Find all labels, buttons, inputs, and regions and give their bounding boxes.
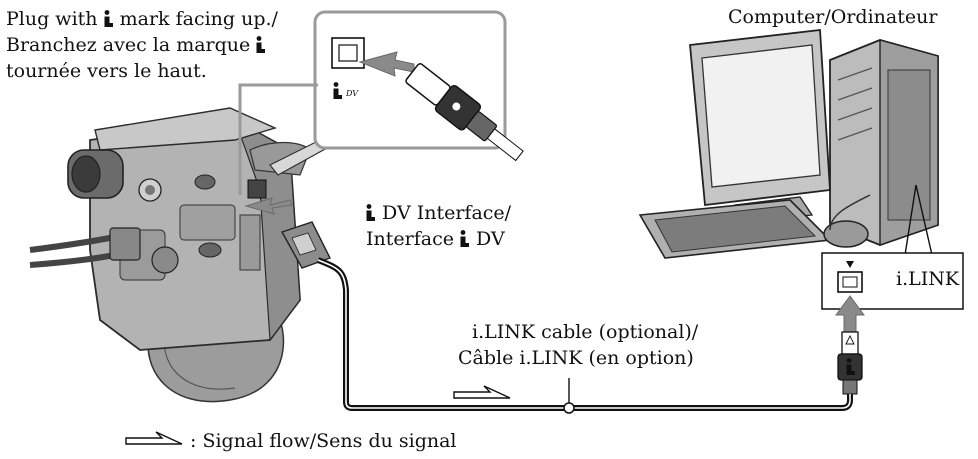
ilink-port-box <box>821 252 964 310</box>
plug-text: Plug with <box>6 8 98 30</box>
dv-interface-text: Interface <box>366 228 454 250</box>
dv-interface-text: DV <box>476 228 505 250</box>
cable-label-line2: Câble i.LINK (en option) <box>458 347 694 369</box>
plug-instruction-line3: tournée vers le haut. <box>6 60 207 82</box>
signal-flow-legend: : Signal flow/Sens du signal <box>190 430 457 452</box>
plug-instruction-line1: Plug with mark facing up./ <box>6 8 278 31</box>
ilink-icon <box>460 230 469 247</box>
ilink-icon <box>366 204 375 221</box>
signal-flow-arrow-icon <box>125 431 183 445</box>
ilink-port-label: i.LINK <box>896 268 960 290</box>
cable-label-line1: i.LINK cable (optional)/ <box>472 321 699 343</box>
ilink-icon <box>104 10 113 27</box>
computer-icon <box>638 28 939 259</box>
signal-flow-arrow-icon <box>453 385 511 399</box>
ilink-connector <box>837 331 863 395</box>
camcorder-icon <box>29 107 337 403</box>
plug-text: mark facing up./ <box>119 8 278 30</box>
plug-instruction-line2: Branchez avec la marque <box>6 34 266 57</box>
dv-interface-text: DV Interface/ <box>382 202 512 224</box>
callout-box: DV <box>238 10 524 195</box>
dv-interface-line1: DV Interface/ <box>366 202 511 225</box>
port-dv-label: DV <box>345 89 359 98</box>
computer-label: Computer/Ordinateur <box>728 6 938 28</box>
ilink-icon <box>256 36 266 53</box>
plug-text: Branchez avec la marque <box>6 34 251 56</box>
dv-interface-line2: Interface DV <box>366 228 505 251</box>
